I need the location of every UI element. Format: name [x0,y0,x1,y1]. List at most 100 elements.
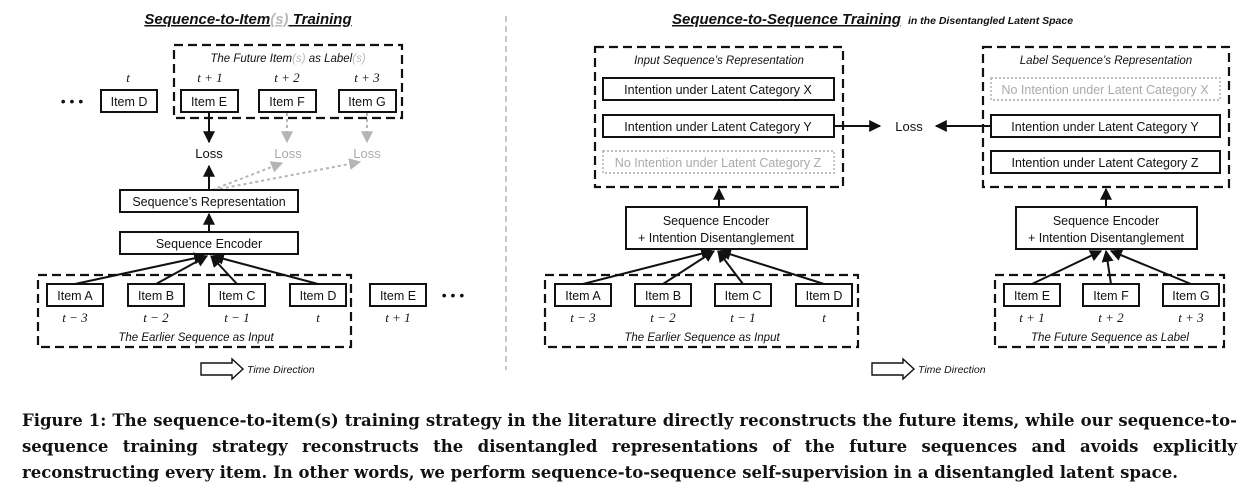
label-sequence-caption: The Future Sequence as Label [1031,332,1189,344]
time-label: t + 3 [1178,310,1204,325]
item-box [180,89,239,113]
no-intention-row [602,150,835,174]
left-heading: Sequence-to-Item(s) Training [144,11,351,28]
arrow [717,250,744,285]
time-label: t − 3 [570,310,596,325]
intention-label: Intention under Latent Category Z [1012,156,1199,170]
item-label: Item C [725,289,762,303]
arrow [1109,249,1192,285]
item-box [714,283,772,307]
item-label: Item A [57,289,93,303]
item-box [127,283,185,307]
time-label: t [126,70,130,85]
input-sequence-container [543,273,860,349]
faded-arrow [211,161,284,191]
no-intention-label: No Intention under Latent Category Z [615,156,822,170]
encoder-label: Sequence Encoder [156,237,262,251]
time-label: t + 1 [197,70,222,85]
item-label: Item B [645,289,681,303]
loss-label-faded: Loss [353,146,381,161]
no-intention-row [990,77,1221,101]
ellipsis: • • • [61,93,84,109]
arrow [582,247,714,285]
input-sequence-caption: The Earlier Sequence as Input [624,332,780,344]
time-label: t + 1 [1019,310,1044,325]
item-label: Item E [191,95,227,109]
item-label: Item E [380,289,416,303]
encoder-box [119,231,299,255]
arrow [74,252,207,285]
encoder-label: + Intention Disentanglement [1028,231,1185,245]
item-box [1082,283,1140,307]
item-label: Item G [348,95,386,109]
encoder-box [625,206,808,250]
input-representation-container [593,45,845,189]
figure-caption: Figure 1: The sequence-to-item(s) traini… [22,411,1237,482]
time-direction-arrow-icon [871,357,916,381]
time-direction-label: Time Direction [247,364,315,376]
arrow [1031,250,1103,285]
item-label: Item F [1093,289,1129,303]
representation-box [119,189,299,213]
faded-arrow [213,158,362,191]
item-label: Item A [565,289,601,303]
intention-row [602,77,835,101]
time-label: t − 1 [224,310,249,325]
item-label: Item D [806,289,843,303]
representation-label: Sequence’s Representation [132,195,285,209]
time-label: t − 3 [62,310,88,325]
intention-row [990,150,1221,174]
loss-label: Loss [895,119,923,134]
future-label-caption: The Future Item(s) as Label(s) [210,53,366,65]
item-label: Item E [1014,289,1050,303]
no-intention-label: No Intention under Latent Category X [1001,83,1209,97]
label-representation-title: Label Sequence’s Representation [1020,55,1192,67]
future-label-container [172,43,404,120]
item-label: Item C [219,289,256,303]
encoder-label: Sequence Encoder [663,214,769,228]
item-box [1003,283,1061,307]
time-label: t − 2 [143,310,169,325]
time-label: t − 1 [730,310,755,325]
item-label: Item G [1172,289,1210,303]
encoder-box [1015,206,1198,250]
encoder-label: + Intention Disentanglement [638,231,795,245]
item-box [369,283,427,307]
time-direction-arrow-icon [200,357,245,381]
item-label: Item D [111,95,148,109]
item-box [46,283,104,307]
arrow [155,255,209,285]
intention-label: Intention under Latent Category Y [1011,120,1199,134]
item-box [208,283,266,307]
item-box [289,283,347,307]
ellipsis: • • • [442,287,465,303]
time-label: t − 2 [650,310,676,325]
item-label: Item F [269,95,305,109]
item-box [258,89,317,113]
input-sequence-container [36,273,353,349]
label-representation-container [981,45,1231,189]
arrow [1101,249,1114,285]
time-label: t [822,310,826,325]
item-box [795,283,853,307]
item-box [554,283,612,307]
item-box [100,89,158,113]
arrow [211,252,319,285]
arrow [662,250,716,285]
loss-label: Loss [195,146,223,161]
encoder-label: Sequence Encoder [1053,214,1159,228]
arrow [210,255,238,285]
item-box [1162,283,1220,307]
intention-label: Intention under Latent Category Y [624,120,812,134]
item-label: Item B [138,289,174,303]
item-box [634,283,692,307]
figure-diagram: Sequence-to-Item(s) Training The Future … [36,11,1231,381]
item-label: Item D [300,289,337,303]
input-sequence-caption: The Earlier Sequence as Input [118,332,274,344]
input-representation-title: Input Sequence’s Representation [634,55,804,67]
arrow [718,248,825,285]
time-label: t + 2 [1098,310,1124,325]
time-direction-label: Time Direction [918,364,986,376]
